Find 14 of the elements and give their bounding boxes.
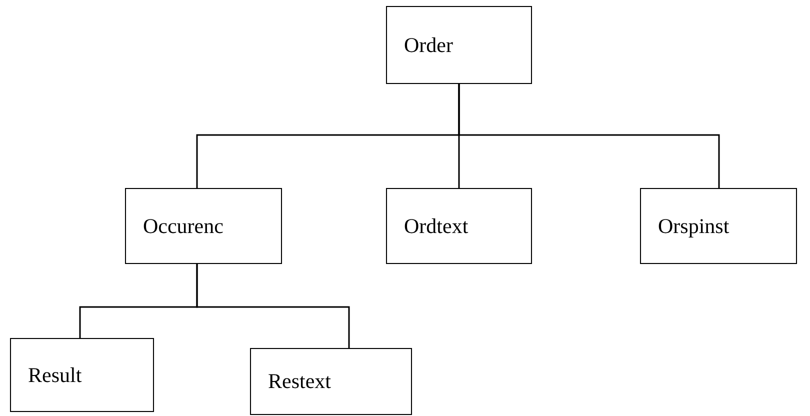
- entity-box: [640, 188, 797, 264]
- entity-box: [250, 348, 412, 415]
- entity-box: [386, 6, 532, 84]
- entity-name: Restext: [268, 369, 331, 394]
- connector-line: [196, 264, 350, 348]
- entity-box: [386, 188, 532, 264]
- entity-box: [125, 188, 282, 264]
- entity-name: Order: [404, 32, 453, 58]
- connector-line: [458, 84, 720, 188]
- entity-name: Orspinst: [658, 214, 730, 238]
- entity-box: [10, 338, 154, 412]
- entity-name: Result: [28, 362, 82, 388]
- entity-name: Ordtext: [404, 214, 468, 238]
- entity-name: Occurenc: [143, 214, 224, 238]
